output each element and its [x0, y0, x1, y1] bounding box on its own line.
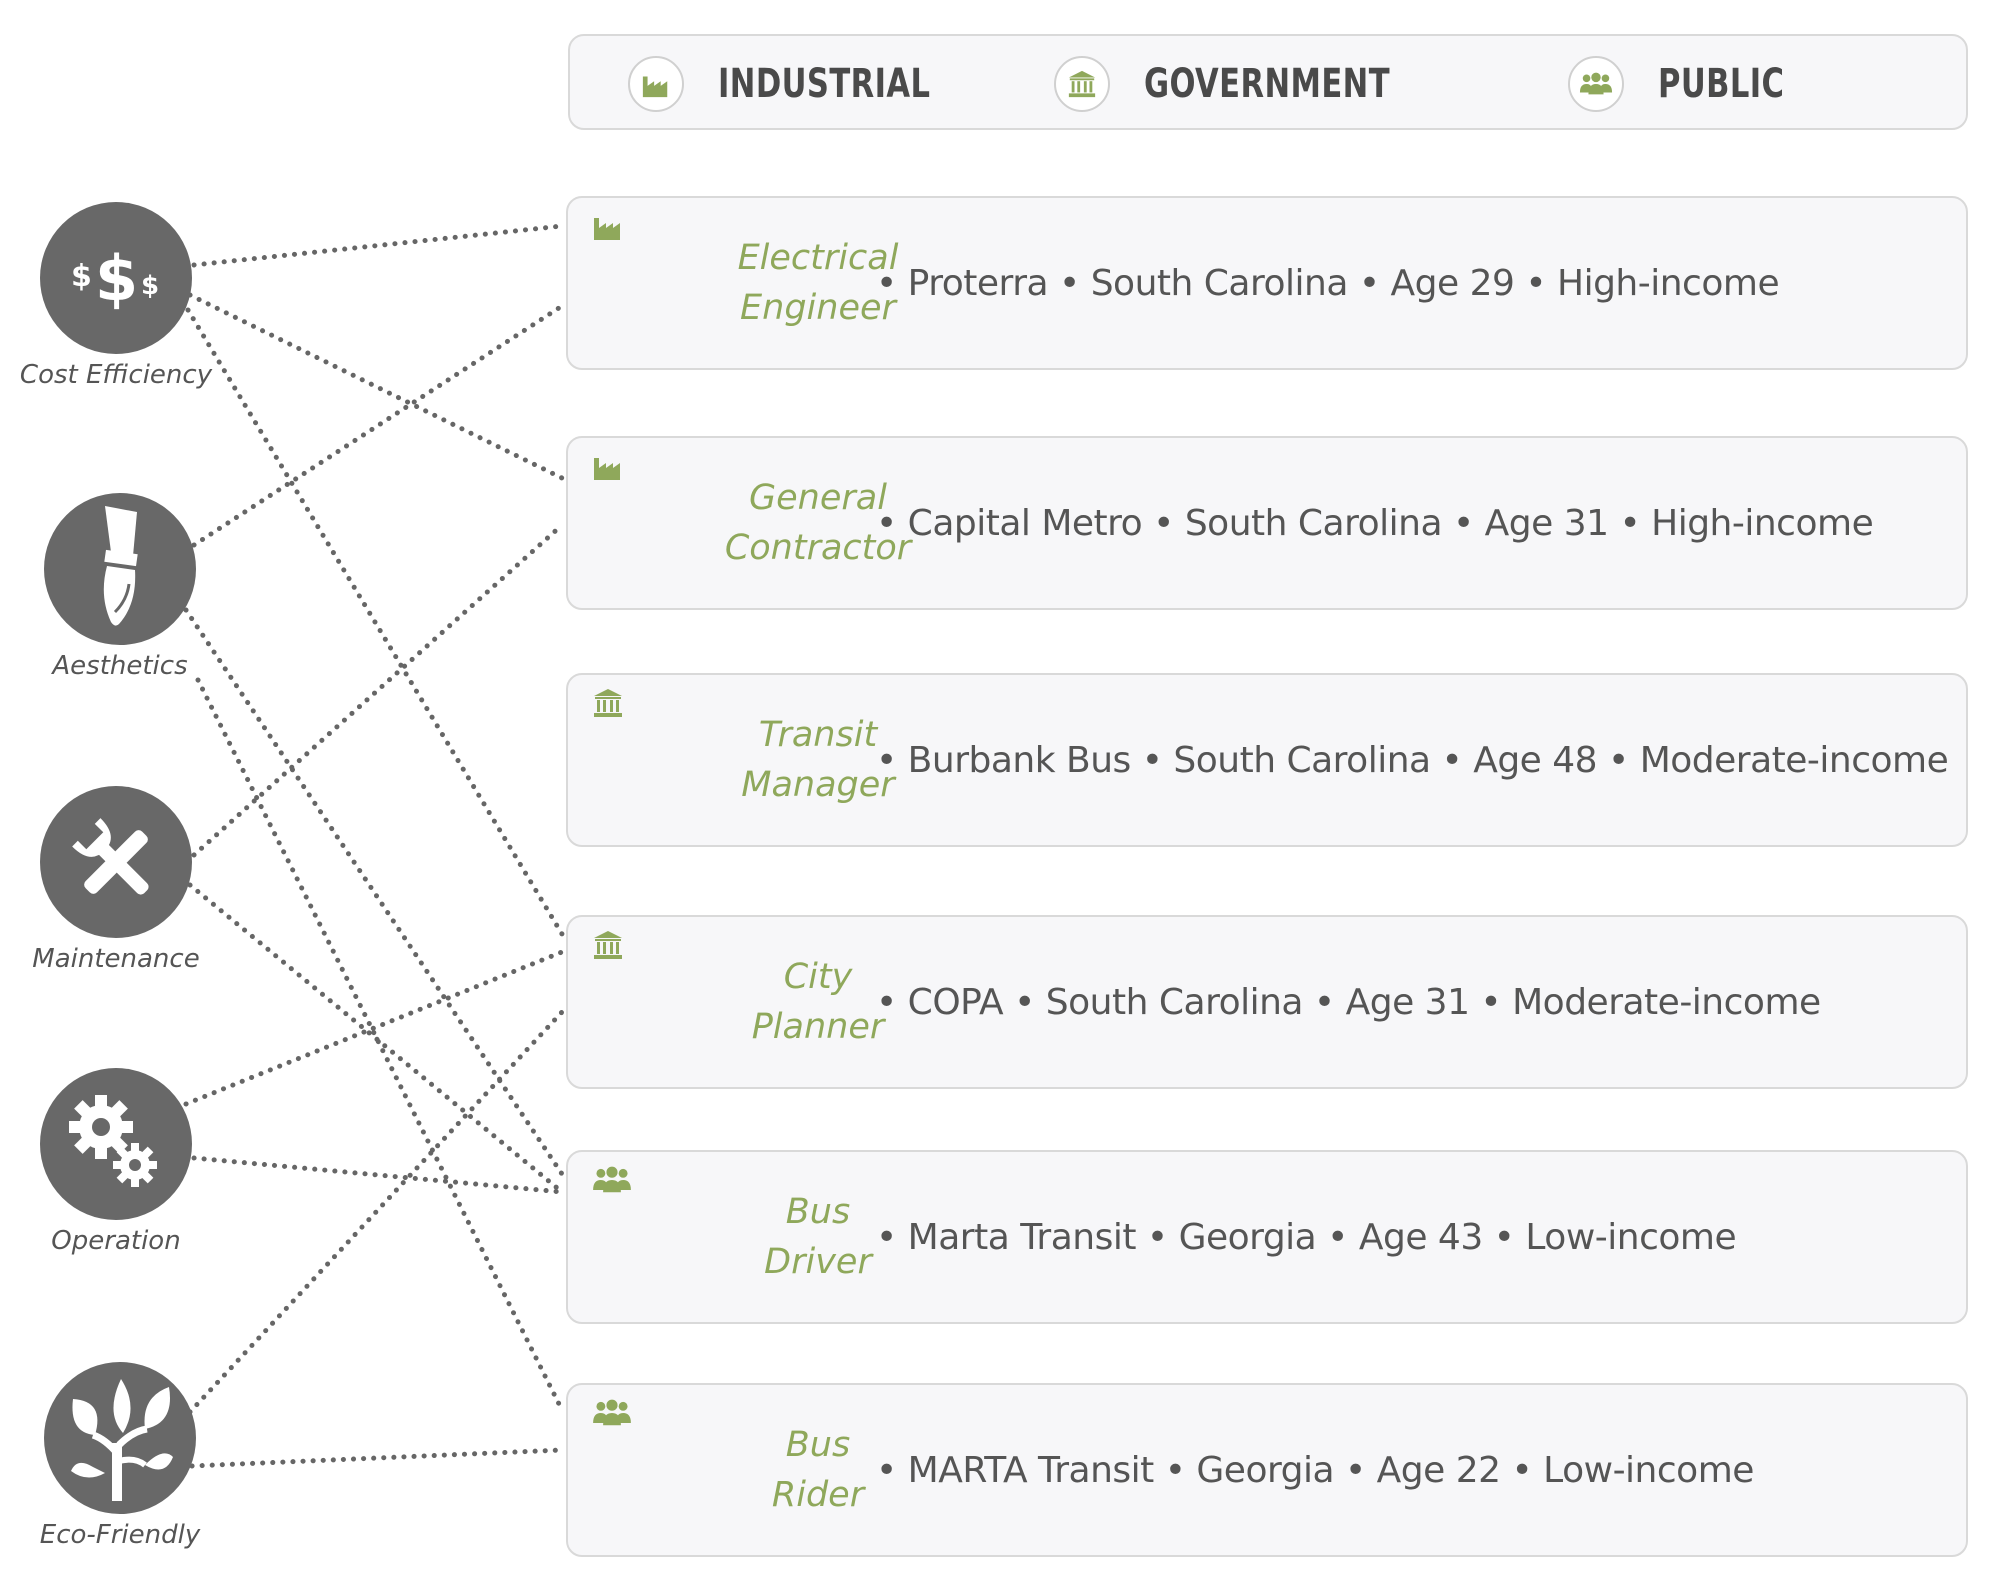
persona-card-transit-manager: Transit Manager • Burbank Bus • South Ca…	[566, 673, 1968, 847]
connector-line	[195, 677, 565, 1413]
persona-details: • Burbank Bus • South Carolina • Age 48 …	[876, 739, 1949, 781]
persona-role: Transit Manager	[741, 715, 895, 805]
connector-line	[187, 292, 565, 481]
persona-details: • Proterra • South Carolina • Age 29 • H…	[876, 262, 1780, 304]
persona-details: • COPA • South Carolina • Age 31 • Moder…	[876, 981, 1821, 1023]
connector-line	[191, 223, 565, 268]
persona-card-electrical-engineer: Electrical Engineer • Proterra • South C…	[566, 196, 1968, 370]
connector-line	[183, 949, 565, 1107]
connector-line	[191, 303, 565, 548]
value-aesthetics: Aesthetics	[10, 493, 230, 681]
persona-card-bus-driver: Bus Driver • Marta Transit • Georgia • A…	[566, 1150, 1968, 1324]
category-legend: INDUSTRIAL GOVERNMENT PUBLIC	[568, 34, 1968, 130]
people-group-icon	[592, 1397, 631, 1429]
connector-line	[187, 882, 565, 1195]
government-building-icon	[592, 929, 624, 961]
legend-label: PUBLIC	[1658, 61, 1785, 107]
value-label: Cost Efficiency	[19, 360, 213, 390]
value-label: Eco-Friendly	[39, 1520, 201, 1550]
connector-line	[189, 1447, 565, 1469]
legend-label: INDUSTRIAL	[718, 61, 931, 107]
tools-icon	[40, 786, 192, 938]
value-label: Operation	[51, 1226, 181, 1256]
persona-role: Bus Driver	[764, 1192, 872, 1282]
persona-details: • Marta Transit • Georgia • Age 43 • Low…	[876, 1216, 1737, 1258]
svg-text:$: $	[141, 271, 159, 301]
persona-details: • Capital Metro • South Carolina • Age 3…	[876, 502, 1874, 544]
gears-icon	[40, 1068, 192, 1220]
persona-role: Electrical Engineer	[737, 238, 899, 328]
people-group-icon	[1568, 56, 1624, 112]
connector-line	[187, 1009, 565, 1415]
legend-government: GOVERNMENT	[1054, 56, 1433, 112]
government-building-icon	[1054, 56, 1110, 112]
factory-icon	[628, 56, 684, 112]
connector-line	[191, 522, 565, 858]
persona-role: Bus Rider	[771, 1425, 865, 1515]
value-cost-efficiency: $ $ $ Cost Efficiency	[6, 202, 226, 390]
value-label: Maintenance	[32, 944, 200, 974]
value-maintenance: Maintenance	[6, 786, 226, 974]
value-eco-friendly: Eco-Friendly	[10, 1362, 230, 1550]
persona-card-city-planner: City Planner • COPA • South Carolina • A…	[566, 915, 1968, 1089]
connector-line	[191, 1155, 565, 1195]
factory-icon	[592, 210, 624, 242]
persona-card-general-contractor: General Contractor • Capital Metro • Sou…	[566, 436, 1968, 610]
dollar-icon: $ $ $	[40, 202, 192, 354]
factory-icon	[592, 450, 624, 482]
svg-text:$: $	[95, 242, 138, 315]
svg-text:$: $	[71, 259, 92, 294]
plant-icon	[44, 1362, 196, 1514]
persona-card-bus-rider: Bus Rider • MARTA Transit • Georgia • Ag…	[566, 1383, 1968, 1557]
value-operation: Operation	[6, 1068, 226, 1256]
people-group-icon	[592, 1164, 631, 1196]
legend-label: GOVERNMENT	[1144, 61, 1390, 107]
persona-role: General Contractor	[724, 478, 912, 568]
connector-line	[185, 307, 565, 937]
legend-industrial: INDUSTRIAL	[628, 56, 968, 112]
persona-role: City Planner	[751, 957, 885, 1047]
paintbrush-icon	[44, 493, 196, 645]
legend-public: PUBLIC	[1568, 56, 1807, 112]
government-building-icon	[592, 687, 624, 719]
persona-details: • MARTA Transit • Georgia • Age 22 • Low…	[876, 1449, 1754, 1491]
value-label: Aesthetics	[52, 651, 188, 681]
